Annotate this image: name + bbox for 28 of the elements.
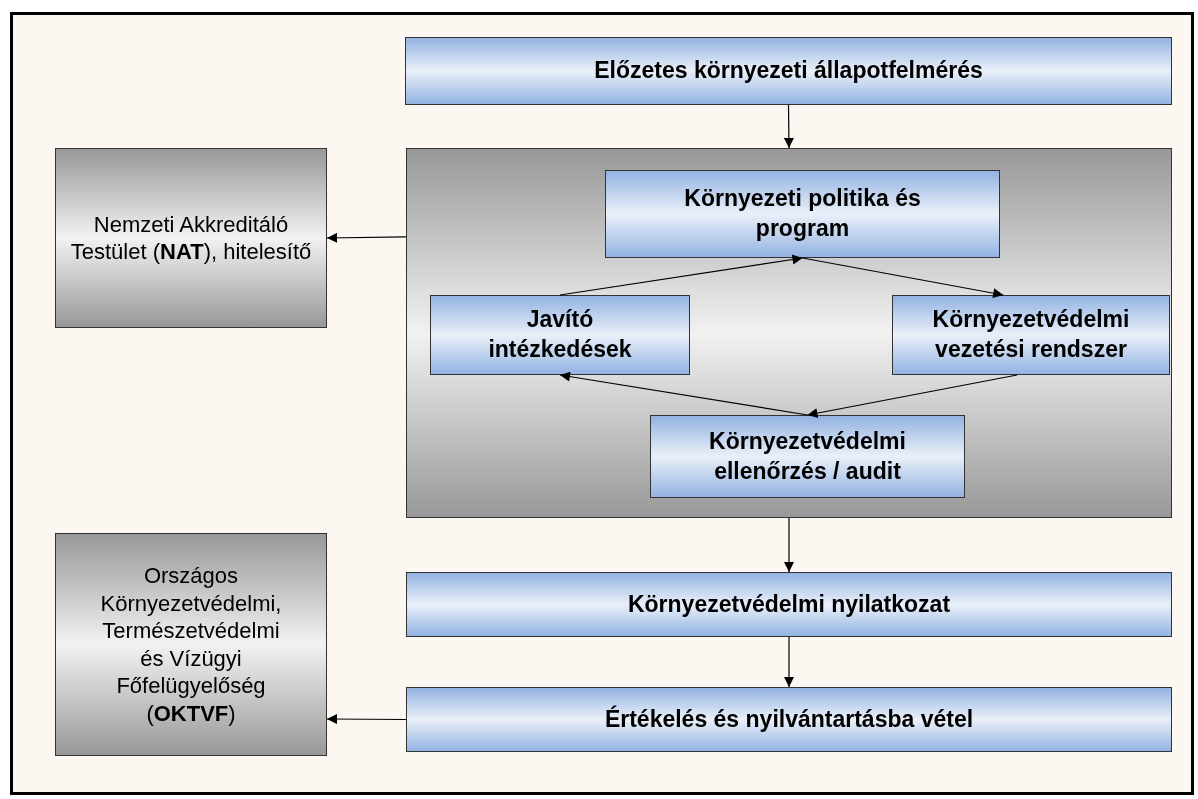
arrow: [801, 257, 1004, 299]
arrow: [783, 104, 794, 149]
arrow: [559, 371, 809, 416]
node-label: Környezetvédelmi nyilatkozat: [626, 589, 952, 619]
node-label: Országos Környezetvédelmi, Természetvédelmi és Vízügyi Főfelügyelőség (OKTVF): [99, 562, 283, 727]
organization-box: [55, 533, 327, 756]
process-box: [406, 687, 1172, 752]
arrow: [806, 374, 1018, 419]
node-label: Javító intézkedések: [487, 305, 633, 364]
process-box: [650, 415, 965, 498]
process-group-panel: [406, 148, 1172, 518]
node-label: Környezeti politika és program: [683, 184, 922, 243]
arrow: [559, 254, 804, 296]
node-label: Környezetvédelmi ellenőrzés / audit: [708, 426, 907, 486]
node-label: Értékelés és nyilvántartásba vétel: [603, 704, 975, 734]
organization-box: [55, 148, 327, 328]
arrow: [784, 517, 794, 573]
process-box: [430, 295, 690, 375]
process-box: [405, 37, 1172, 105]
process-box: [406, 572, 1172, 637]
node-label: Környezetvédelmi vezetési rendszer: [931, 305, 1131, 364]
arrow: [326, 232, 407, 243]
arrow: [326, 714, 407, 725]
node-label: Nemzeti Akkreditáló Testület (NAT), hitelesítő: [69, 210, 313, 266]
node-label: Előzetes környezeti állapotfelmérés: [593, 56, 984, 86]
arrow: [784, 636, 794, 688]
process-box: [892, 295, 1170, 375]
process-box: [605, 170, 1000, 258]
